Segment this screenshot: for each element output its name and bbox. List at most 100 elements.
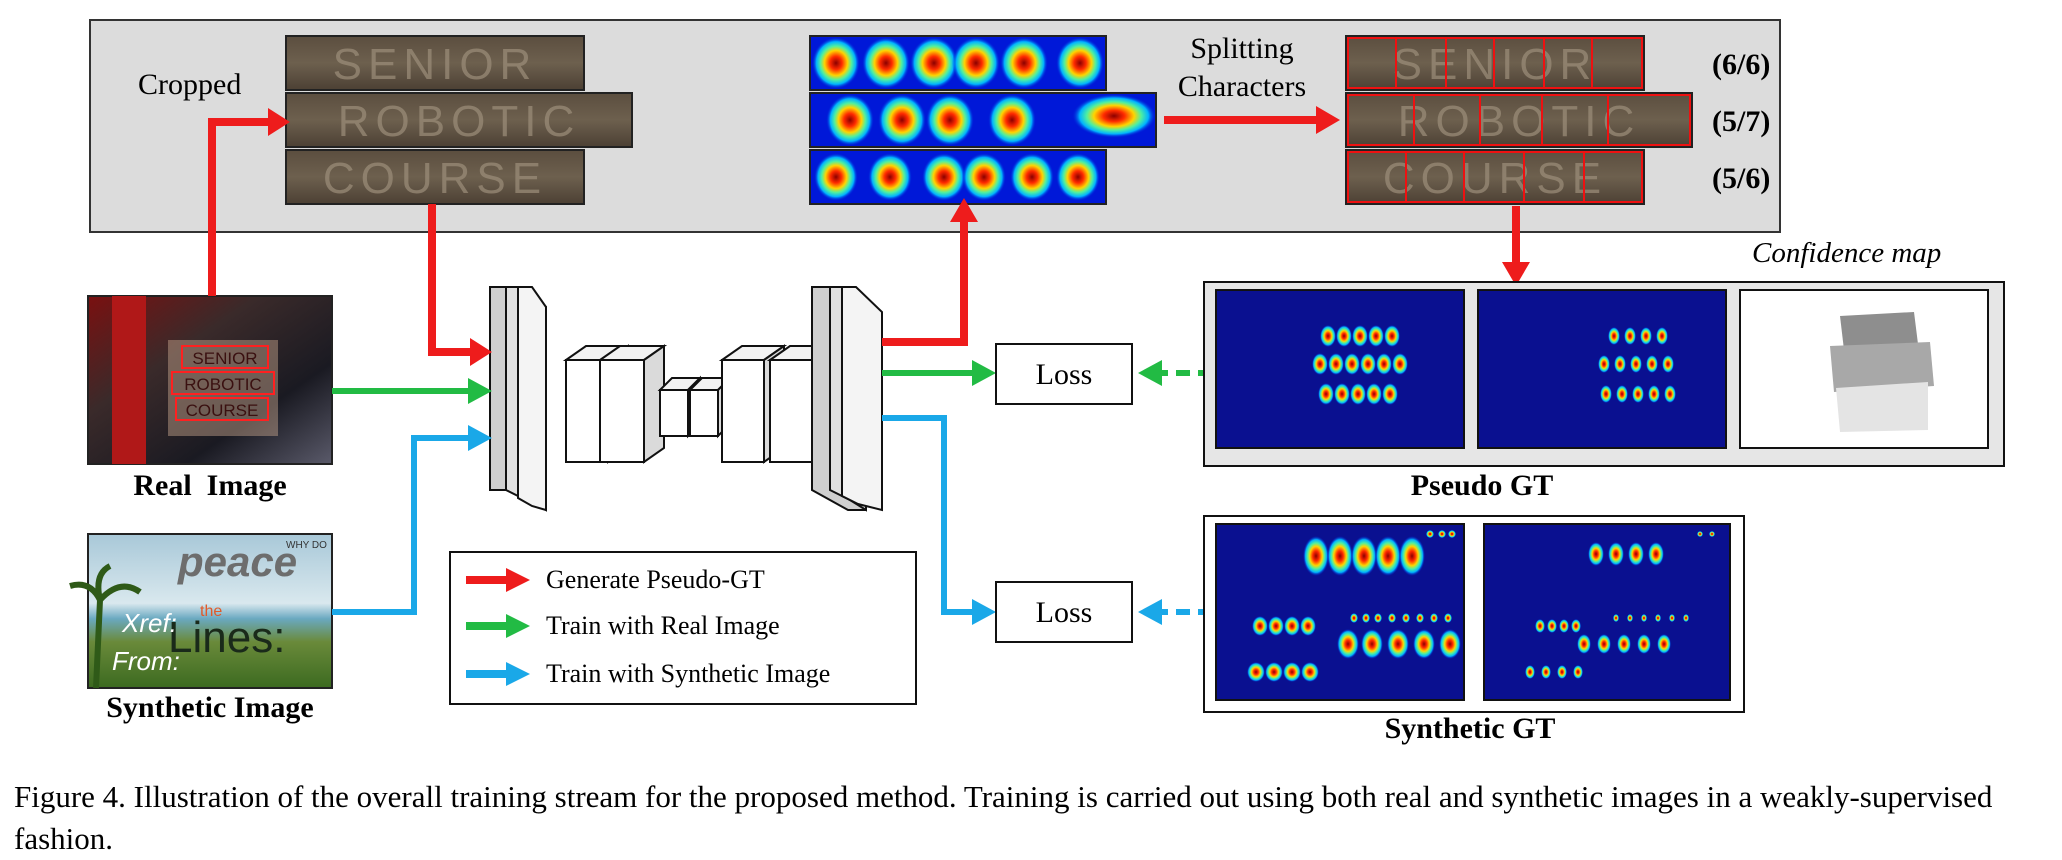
loss-box-bottom <box>995 581 1133 643</box>
heat-blob <box>1327 536 1353 576</box>
heat-blob <box>1632 385 1644 403</box>
ratio-1: (6/6) <box>1712 48 1770 81</box>
heat-blob <box>988 94 1036 146</box>
crop-robotic-text: ROBOTIC <box>338 97 580 146</box>
heat-blob <box>1284 616 1300 636</box>
heat-blob <box>1641 614 1647 622</box>
svg-text:WHY DO: WHY DO <box>286 540 327 551</box>
blue-arrowheads <box>468 425 1162 625</box>
heat-blob <box>1616 385 1628 403</box>
heat-blob <box>1662 355 1674 373</box>
legend-item-blue: Train with Synthetic Image <box>466 659 830 688</box>
heat-blob <box>1265 662 1283 682</box>
heat-blob <box>962 153 1006 201</box>
heat-blob <box>1328 353 1344 375</box>
heat-blob <box>1056 37 1104 89</box>
split-word-images: SENIOR ROBOTIC COURSE <box>1345 35 1693 205</box>
heat-blob <box>1368 325 1384 347</box>
heat-blob <box>1247 662 1265 682</box>
loss-top-label: Loss <box>1036 358 1093 391</box>
cropped-label: Cropped <box>138 68 241 101</box>
heat-blob <box>1640 327 1652 345</box>
crop-senior-text: SENIOR <box>333 40 538 89</box>
heat-blob <box>814 153 858 201</box>
pseudo-gt-panel <box>1203 281 2005 467</box>
heat-blob <box>1334 383 1350 405</box>
synthetic-gt-map-2 <box>1483 523 1731 701</box>
split-course-text: COURSE <box>1383 154 1607 203</box>
heat-blob <box>1608 327 1620 345</box>
heat-blob <box>922 153 966 201</box>
heat-blob <box>1628 542 1644 566</box>
heat-blob <box>1312 353 1328 375</box>
heat-blob <box>1361 629 1383 659</box>
synthetic-gt-label: Synthetic GT <box>1385 712 1556 745</box>
heat-blob <box>1577 634 1591 654</box>
splitting-label-1: Splitting <box>1190 32 1293 65</box>
heat-blob <box>1598 355 1610 373</box>
heat-blob <box>862 37 910 89</box>
heat-blob <box>1362 613 1370 623</box>
heat-blob <box>1399 536 1425 576</box>
heat-blob <box>1350 613 1358 623</box>
heat-blob <box>1426 530 1434 538</box>
svg-text:Xref:: Xref: <box>121 608 177 638</box>
heat-blob <box>1655 614 1661 622</box>
split-robotic-text: ROBOTIC <box>1398 97 1640 146</box>
heat-blob <box>1637 634 1651 654</box>
real-image-label: Real Image <box>133 469 286 502</box>
svg-text:Lines:: Lines: <box>168 613 285 662</box>
encoder-block-2 <box>596 344 668 464</box>
split-course <box>1345 149 1645 205</box>
heat-blob <box>1056 153 1100 201</box>
svg-text:Train with Synthetic Image: Train with Synthetic Image <box>546 659 830 688</box>
split-robotic <box>1345 92 1693 148</box>
heat-blob <box>1374 613 1382 623</box>
heat-blob <box>1614 355 1626 373</box>
confidence-map-label: Confidence map <box>1752 237 1941 269</box>
heat-blob <box>868 153 912 201</box>
network <box>489 286 883 512</box>
heat-blob <box>878 94 926 146</box>
heat-blob <box>1439 629 1461 659</box>
heat-blob <box>1448 530 1456 538</box>
heat-blob <box>1387 629 1409 659</box>
heat-blob <box>826 94 874 146</box>
heat-blob <box>1657 634 1671 654</box>
heat-blob <box>1352 325 1368 347</box>
svg-text:the: the <box>200 603 222 620</box>
green-arrowheads <box>468 360 1162 404</box>
splitting-label-2: Characters <box>1178 70 1306 103</box>
split-boxes <box>1347 37 1691 203</box>
heat-blob <box>1303 536 1329 576</box>
heat-blob <box>1283 662 1301 682</box>
ratio-2: (5/7) <box>1712 105 1770 138</box>
crop-senior <box>285 35 585 91</box>
heat-blob <box>1557 665 1567 679</box>
heat-blob <box>1344 353 1360 375</box>
heat-blob <box>1268 616 1284 636</box>
heat-blob <box>1382 383 1398 405</box>
loss-box-top <box>995 343 1133 405</box>
heat-blob <box>1571 619 1581 633</box>
svg-text:COURSE: COURSE <box>186 401 259 420</box>
red-arrows <box>208 116 1520 356</box>
heat-blob <box>1541 665 1551 679</box>
heat-blob <box>1683 614 1689 622</box>
synthetic-gt-panel <box>1203 515 1745 713</box>
heat-blob <box>952 37 1000 89</box>
heat-blob <box>1376 353 1392 375</box>
heat-blob <box>1402 613 1410 623</box>
svg-text:Train with Real Image: Train with Real Image <box>546 611 780 640</box>
synthetic-image-label: Synthetic Image <box>106 691 313 724</box>
heat-blob <box>1709 531 1715 537</box>
heat-blob <box>812 37 860 89</box>
legend-item-green: Train with Real Image <box>466 611 780 640</box>
figure-caption: Figure 4. Illustration of the overall tr… <box>14 779 1993 856</box>
cropped-word-images: SENIOR ROBOTIC COURSE <box>285 35 633 205</box>
training-stream-figure: Cropped SENIOR ROBOTIC COURSE Splitting … <box>69 19 2005 745</box>
svg-text:SENIOR: SENIOR <box>192 349 257 368</box>
crop-course <box>285 149 585 205</box>
legend: Generate Pseudo-GT Train with Real Image… <box>449 551 917 705</box>
heat-blob <box>1300 616 1316 636</box>
